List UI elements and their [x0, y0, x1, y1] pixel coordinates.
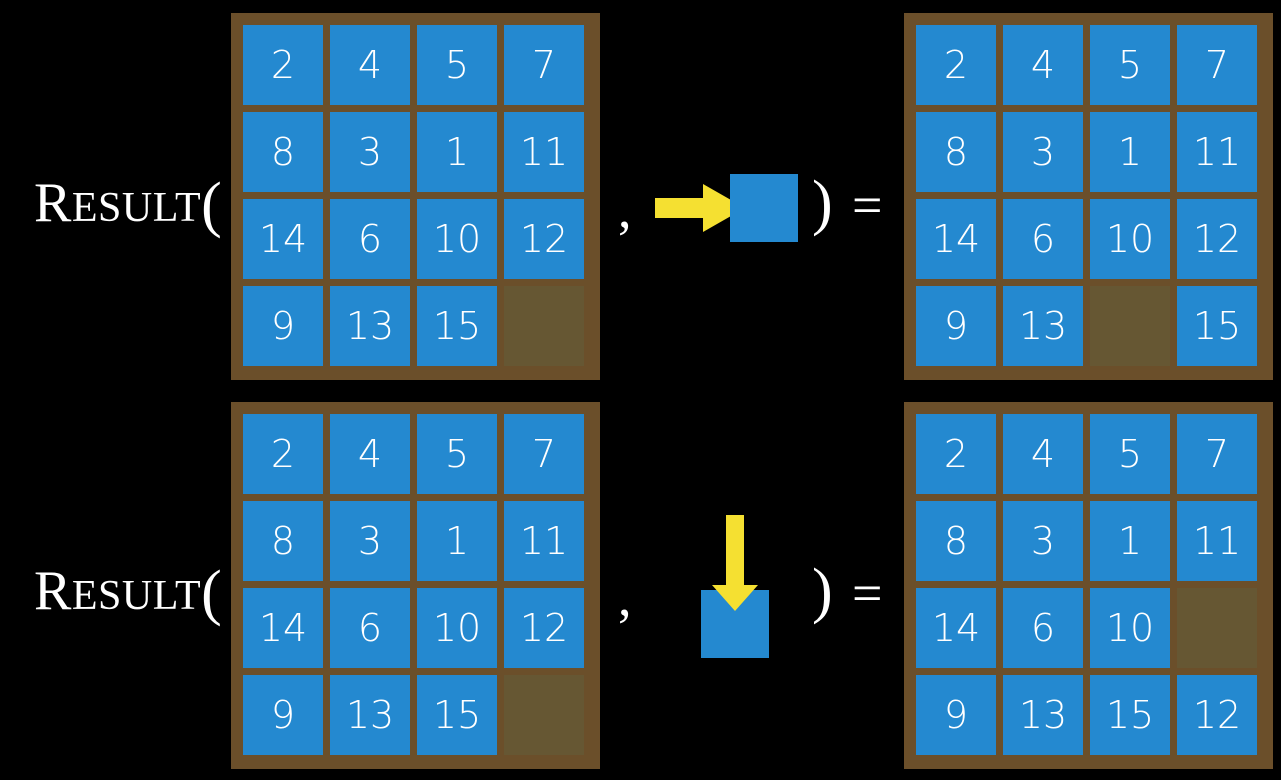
- arrow-right-icon: [655, 184, 745, 232]
- board-cell[interactable]: 14: [916, 199, 996, 279]
- board-cell[interactable]: 2: [243, 414, 323, 494]
- board-cell[interactable]: 13: [330, 675, 410, 755]
- result-label-row-1: RESULT(: [34, 170, 222, 236]
- board-cell[interactable]: 5: [1090, 414, 1170, 494]
- board-cell[interactable]: 11: [1177, 501, 1257, 581]
- board-empty-cell: [1090, 286, 1170, 366]
- board-cell[interactable]: 1: [417, 112, 497, 192]
- board-cell[interactable]: 8: [916, 112, 996, 192]
- board-cell[interactable]: 8: [243, 112, 323, 192]
- board-cell[interactable]: 4: [1003, 414, 1083, 494]
- board-cell[interactable]: 1: [417, 501, 497, 581]
- board-empty-cell: [1177, 588, 1257, 668]
- board-cell[interactable]: 3: [330, 112, 410, 192]
- board-cell[interactable]: 11: [1177, 112, 1257, 192]
- equals-sign-row-2: =: [852, 563, 883, 623]
- output-board-row-1: 2 4 5 7 8 3 1 11 14 6 10 12 9 13 15: [904, 13, 1273, 380]
- board-cell[interactable]: 2: [916, 25, 996, 105]
- operation-tile-row-1[interactable]: [730, 174, 798, 242]
- board-cell[interactable]: 7: [1177, 25, 1257, 105]
- board-cell[interactable]: 7: [504, 25, 584, 105]
- input-board-row-1: 2 4 5 7 8 3 1 11 14 6 10 12 9 13 15: [231, 13, 600, 380]
- board-cell[interactable]: 10: [417, 199, 497, 279]
- board-cell[interactable]: 13: [330, 286, 410, 366]
- board-cell[interactable]: 1: [1090, 112, 1170, 192]
- separator-comma-row-1: ,: [618, 179, 632, 239]
- board-cell[interactable]: 5: [1090, 25, 1170, 105]
- close-paren-row-2: ): [812, 557, 833, 625]
- close-paren-row-1: ): [812, 169, 833, 237]
- board-cell[interactable]: 13: [1003, 675, 1083, 755]
- board-cell[interactable]: 6: [330, 588, 410, 668]
- board-cell[interactable]: 4: [1003, 25, 1083, 105]
- board-cell[interactable]: 1: [1090, 501, 1170, 581]
- equals-sign-row-1: =: [852, 175, 883, 235]
- board-cell[interactable]: 10: [1090, 588, 1170, 668]
- board-cell[interactable]: 14: [243, 588, 323, 668]
- board-cell[interactable]: 9: [916, 286, 996, 366]
- board-cell[interactable]: 9: [243, 675, 323, 755]
- board-cell[interactable]: 3: [1003, 112, 1083, 192]
- result-label-cap: R: [34, 172, 72, 234]
- board-cell[interactable]: 2: [916, 414, 996, 494]
- board-cell[interactable]: 7: [1177, 414, 1257, 494]
- board-cell[interactable]: 5: [417, 25, 497, 105]
- board-cell[interactable]: 15: [417, 286, 497, 366]
- result-label-rest: ESULT: [71, 185, 202, 231]
- board-cell[interactable]: 10: [417, 588, 497, 668]
- board-cell[interactable]: 11: [504, 501, 584, 581]
- board-cell[interactable]: 15: [1177, 286, 1257, 366]
- board-cell[interactable]: 15: [1090, 675, 1170, 755]
- separator-comma-row-2: ,: [618, 567, 632, 627]
- board-cell[interactable]: 11: [504, 112, 584, 192]
- board-cell[interactable]: 3: [330, 501, 410, 581]
- board-cell[interactable]: 12: [1177, 675, 1257, 755]
- board-cell[interactable]: 8: [916, 501, 996, 581]
- result-label-open-paren: (: [201, 171, 223, 239]
- board-cell[interactable]: 7: [504, 414, 584, 494]
- result-label-rest: ESULT: [71, 573, 202, 619]
- board-cell[interactable]: 6: [330, 199, 410, 279]
- board-empty-cell: [504, 286, 584, 366]
- board-cell[interactable]: 14: [916, 588, 996, 668]
- arrow-down-icon: [712, 515, 758, 611]
- board-cell[interactable]: 15: [417, 675, 497, 755]
- result-label-row-2: RESULT(: [34, 558, 222, 624]
- board-empty-cell: [504, 675, 584, 755]
- board-cell[interactable]: 6: [1003, 588, 1083, 668]
- board-cell[interactable]: 9: [916, 675, 996, 755]
- board-cell[interactable]: 3: [1003, 501, 1083, 581]
- board-cell[interactable]: 12: [504, 588, 584, 668]
- board-cell[interactable]: 2: [243, 25, 323, 105]
- board-cell[interactable]: 14: [243, 199, 323, 279]
- board-cell[interactable]: 5: [417, 414, 497, 494]
- board-cell[interactable]: 8: [243, 501, 323, 581]
- board-cell[interactable]: 6: [1003, 199, 1083, 279]
- result-label-cap: R: [34, 560, 72, 622]
- input-board-row-2: 2 4 5 7 8 3 1 11 14 6 10 12 9 13 15: [231, 402, 600, 769]
- board-cell[interactable]: 9: [243, 286, 323, 366]
- result-label-open-paren: (: [201, 559, 223, 627]
- board-cell[interactable]: 13: [1003, 286, 1083, 366]
- board-cell[interactable]: 12: [504, 199, 584, 279]
- output-board-row-2: 2 4 5 7 8 3 1 11 14 6 10 9 13 15 12: [904, 402, 1273, 769]
- board-cell[interactable]: 10: [1090, 199, 1170, 279]
- board-cell[interactable]: 4: [330, 25, 410, 105]
- board-cell[interactable]: 4: [330, 414, 410, 494]
- board-cell[interactable]: 12: [1177, 199, 1257, 279]
